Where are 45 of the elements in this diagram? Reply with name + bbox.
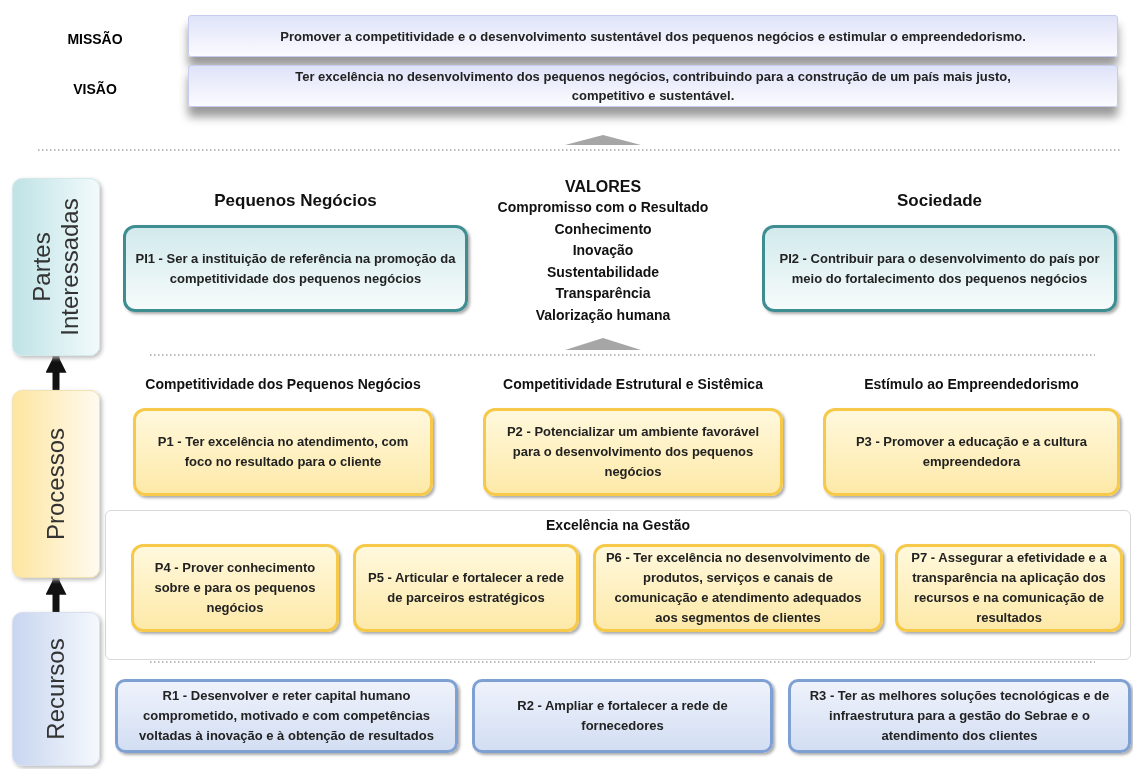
objective-text: R2 - Ampliar e fortalecer a rede de fornecedores <box>516 697 729 735</box>
value-item: Compromisso com o Resultado <box>496 198 710 217</box>
value-item: Sustentabilidade <box>546 262 660 282</box>
group-heading: Excelência na Gestão <box>545 517 691 533</box>
objective-text: P3 - Promover a educação e a cultura empreendedora <box>854 433 1089 471</box>
layer-title: Partes Interessadas <box>28 198 84 336</box>
column-heading: Competitividade dos Pequenos Negócios <box>144 375 422 394</box>
objective-text: Promover a competitividade e o desenvolvimento sustentável dos pequenos negócios e estimular o empreendedorismo. <box>280 27 1026 46</box>
objective-text: P6 - Ter excelência no desenvolvimento de produtos, serviços e canais de comunicação e atendimento adequados aos segmentos de clientes <box>604 549 872 627</box>
objective-text: R3 - Ter as melhores soluções tecnológicas e de infraestrutura para a gestão do Sebrae e o atendimento dos clientes <box>808 687 1111 745</box>
objective-box <box>895 544 1123 632</box>
value-item: Conhecimento <box>553 219 653 239</box>
value-item: Inovação <box>571 241 635 260</box>
objective-box <box>131 544 339 632</box>
column-heading: Competitividade Estrutural e Sistêmica <box>502 375 764 394</box>
statement-box <box>188 15 1118 57</box>
objective-box <box>593 544 883 632</box>
layer-tab <box>12 390 100 578</box>
layer-tab <box>12 178 100 356</box>
objective-text: PI1 - Ser a instituição de referência na promoção da competitividade dos pequenos negócios <box>134 249 457 288</box>
column-heading: Estímulo ao Empreendedorismo <box>863 375 1080 394</box>
layer-title: Processos <box>42 428 70 540</box>
objective-box <box>115 679 458 753</box>
column-heading: Pequenos Negócios <box>213 189 378 212</box>
layer-tab <box>12 612 100 766</box>
values-heading: VALORES <box>563 177 643 197</box>
group-panel <box>105 510 1131 660</box>
objective-text: P4 - Prover conhecimento sobre e para os pequenos negócios <box>153 559 317 617</box>
objective-text: Ter excelência no desenvolvimento dos pequenos negócios, contribuindo para a construção de um país mais justo, competitivo e sustentável. <box>294 68 1012 105</box>
column-heading: Sociedade <box>895 189 983 212</box>
objective-box <box>788 679 1131 753</box>
objective-box <box>353 544 579 632</box>
value-item: Transparência <box>554 284 652 303</box>
value-item: Valorização humana <box>534 305 672 325</box>
row-label: MISSÃO <box>66 31 124 47</box>
layer-title: Recursos <box>42 638 70 740</box>
objective-box <box>472 679 773 753</box>
objective-text: R1 - Desenvolver e reter capital humano comprometido, motivado e com competências voltadas à inovação e à obtenção de resultados <box>138 687 435 745</box>
row-label: VISÃO <box>72 81 118 97</box>
objective-text: PI2 - Contribuir para o desenvolvimento do país por meio do fortalecimento dos pequenos negócios <box>778 249 1101 288</box>
objective-text: P2 - Potencializar um ambiente favorável para o desenvolvimento dos pequenos negócios <box>505 423 761 481</box>
statement-box <box>188 65 1118 107</box>
objective-text: P5 - Articular e fortalecer a rede de parceiros estratégicos <box>366 569 566 607</box>
objective-text: P7 - Assegurar a efetividade e a transparência na aplicação dos recursos e na comunicação de resultados <box>910 549 1108 627</box>
objective-text: P1 - Ter excelência no atendimento, com foco no resultado para o cliente <box>156 433 410 471</box>
